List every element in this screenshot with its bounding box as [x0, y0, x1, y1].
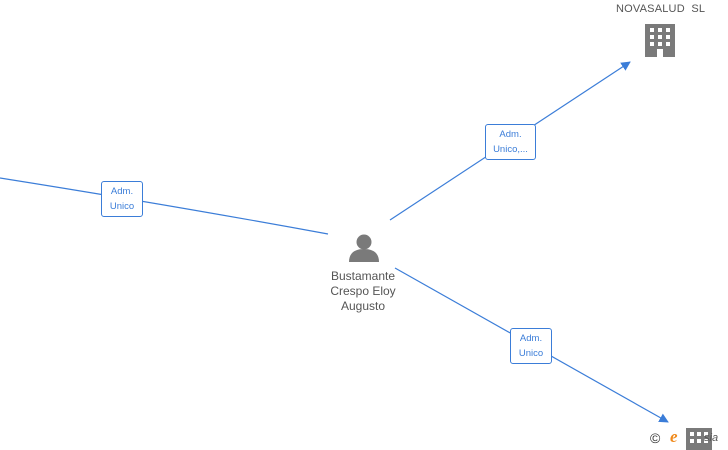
edge-label-line: Unico: [109, 201, 135, 212]
brand-logo-initial: e: [670, 427, 678, 446]
building-icon[interactable]: [686, 428, 712, 450]
edge-label-line: Adm.: [519, 333, 543, 344]
person-name-line: Augusto: [340, 299, 386, 313]
edge-label-line: Adm.: [110, 186, 134, 197]
person-name-line: Bustamante: [330, 269, 396, 283]
company-name-label[interactable]: NOVASALUD SL: [616, 3, 706, 15]
edge-label-left[interactable]: Adm. Unico: [101, 181, 143, 217]
edge-label-line: Adm.: [499, 129, 522, 140]
edge-label-bottom-right[interactable]: Adm. Unico: [510, 328, 552, 364]
building-icon[interactable]: [645, 24, 675, 57]
person-name-label[interactable]: Bustamante Crespo Eloy Augusto: [303, 269, 423, 314]
copyright-symbol: ©: [650, 430, 661, 446]
person-name-line: Crespo Eloy: [330, 284, 396, 298]
edge-line-left: [0, 177, 329, 235]
edge-label-line: Unico,...: [493, 144, 528, 155]
brand-logo-text: sia: [704, 432, 719, 444]
person-icon[interactable]: [349, 234, 379, 263]
edge-label-line: Unico: [518, 348, 544, 359]
edge-label-top-right[interactable]: Adm. Unico,...: [485, 124, 536, 160]
